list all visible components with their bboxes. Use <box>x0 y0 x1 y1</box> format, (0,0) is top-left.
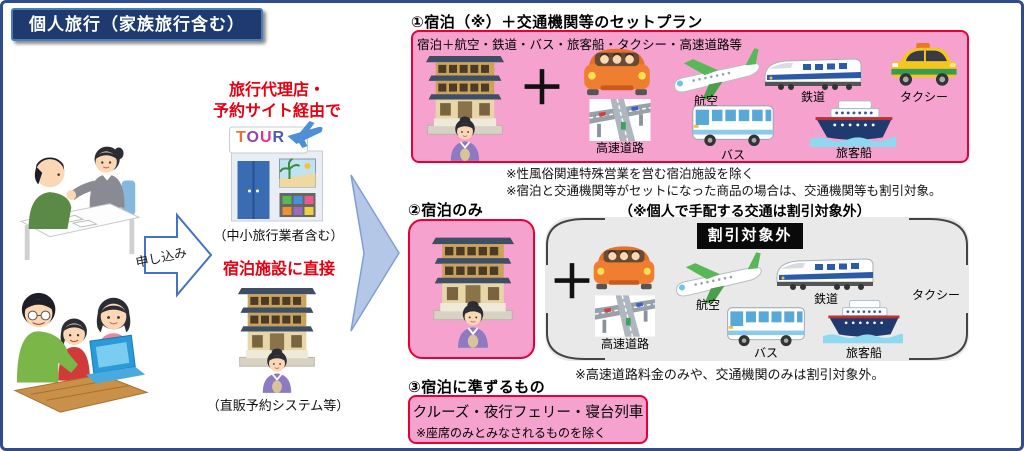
direct-heading: 宿泊施設に直接 <box>222 261 335 278</box>
tour-letter-r: R <box>272 129 286 146</box>
agency-caption: （中小旅行業者含む） <box>213 228 344 243</box>
section3-line1: クルーズ・夜行フェリー・寝台列車 <box>412 405 644 421</box>
section1-set-plan-box <box>411 30 969 163</box>
taxi-label-1: タクシー <box>899 90 948 104</box>
section1-note1: ※性風俗関連特殊営業を営む宿泊施設を除く <box>506 167 754 181</box>
tour-letter-u: U <box>259 129 273 146</box>
family-car-icon-2 <box>591 241 657 291</box>
section1-heading: ①宿泊（※）＋交通機関等のセットプラン <box>411 14 703 31</box>
bus-icon-2 <box>725 305 807 347</box>
section3-box: クルーズ・夜行フェリー・寝台列車 ※座席のみとみなされるものを除く <box>408 395 648 444</box>
section3-line2: ※座席のみとみなされるものを除く <box>416 426 607 440</box>
taxi-icon-1 <box>889 43 959 89</box>
ship-icon-2 <box>823 297 903 345</box>
agency-heading-line2: 予約サイト経由で <box>212 102 341 120</box>
bus-label-2: バス <box>753 346 778 360</box>
excluded-badge: 割引対象外 <box>697 223 803 249</box>
highway-label-2: 高速道路 <box>600 337 649 351</box>
section2-heading: ②宿泊のみ <box>408 202 484 219</box>
agency-heading: 旅行代理店・ 予約サイト経由で <box>201 81 353 123</box>
highway-icon-1 <box>589 99 651 141</box>
section2-note: ※高速道路料金のみや、交通機関のみは割引対象外。 <box>575 367 885 382</box>
family-laptop-illustration <box>11 271 151 431</box>
highway-label-1: 高速道路 <box>595 141 644 155</box>
page-title: 個人旅行（家族旅行含む） <box>11 8 263 41</box>
ship-label-2: 旅客船 <box>845 346 882 360</box>
hotel-okami-illustration-2 <box>431 227 515 349</box>
train-icon-1 <box>763 51 863 91</box>
section1-box-label: 宿泊＋航空・鉄道・バス・旅客船・タクシー・高速道路等 <box>417 38 743 52</box>
train-icon-2 <box>775 251 875 291</box>
excluded-box-corner-outline <box>546 218 968 360</box>
agent-consultation-illustration <box>17 123 143 269</box>
plus-sign-1: ＋ <box>519 62 565 114</box>
bus-icon-1 <box>689 103 777 147</box>
section3-heading: ③宿泊に準ずるもの <box>408 379 546 396</box>
flow-chevron-arrow-icon <box>350 174 400 332</box>
tour-sign-text: TOUR <box>236 129 285 147</box>
air-label-1: 航空 <box>693 94 718 108</box>
hotel-okami-illustration-1 <box>425 47 505 161</box>
highway-icon-2 <box>595 295 655 337</box>
ship-label-1: 旅客船 <box>835 146 872 160</box>
rail-label-1: 鉄道 <box>800 90 825 104</box>
taxi-label-2: タクシー <box>911 288 960 302</box>
rail-label-2: 鉄道 <box>813 292 838 306</box>
apply-arrow-icon <box>144 212 213 298</box>
plus-sign-2: ＋ <box>549 256 595 308</box>
tour-letter-o: O <box>246 129 260 146</box>
tour-letter-t: T <box>236 129 247 146</box>
direct-caption: （直販予約システム等） <box>206 398 350 413</box>
bus-label-1: バス <box>720 148 745 162</box>
air-label-2: 航空 <box>695 298 720 312</box>
ship-icon-1 <box>809 99 897 147</box>
agency-heading-line1: 旅行代理店・ <box>228 82 325 99</box>
hotel-okami-illustration-middle <box>237 279 317 393</box>
section1-note2: ※宿泊と交通機関等がセットになった商品の場合は、交通機関等も割引対象。 <box>506 184 942 198</box>
family-car-icon-1 <box>581 43 653 97</box>
